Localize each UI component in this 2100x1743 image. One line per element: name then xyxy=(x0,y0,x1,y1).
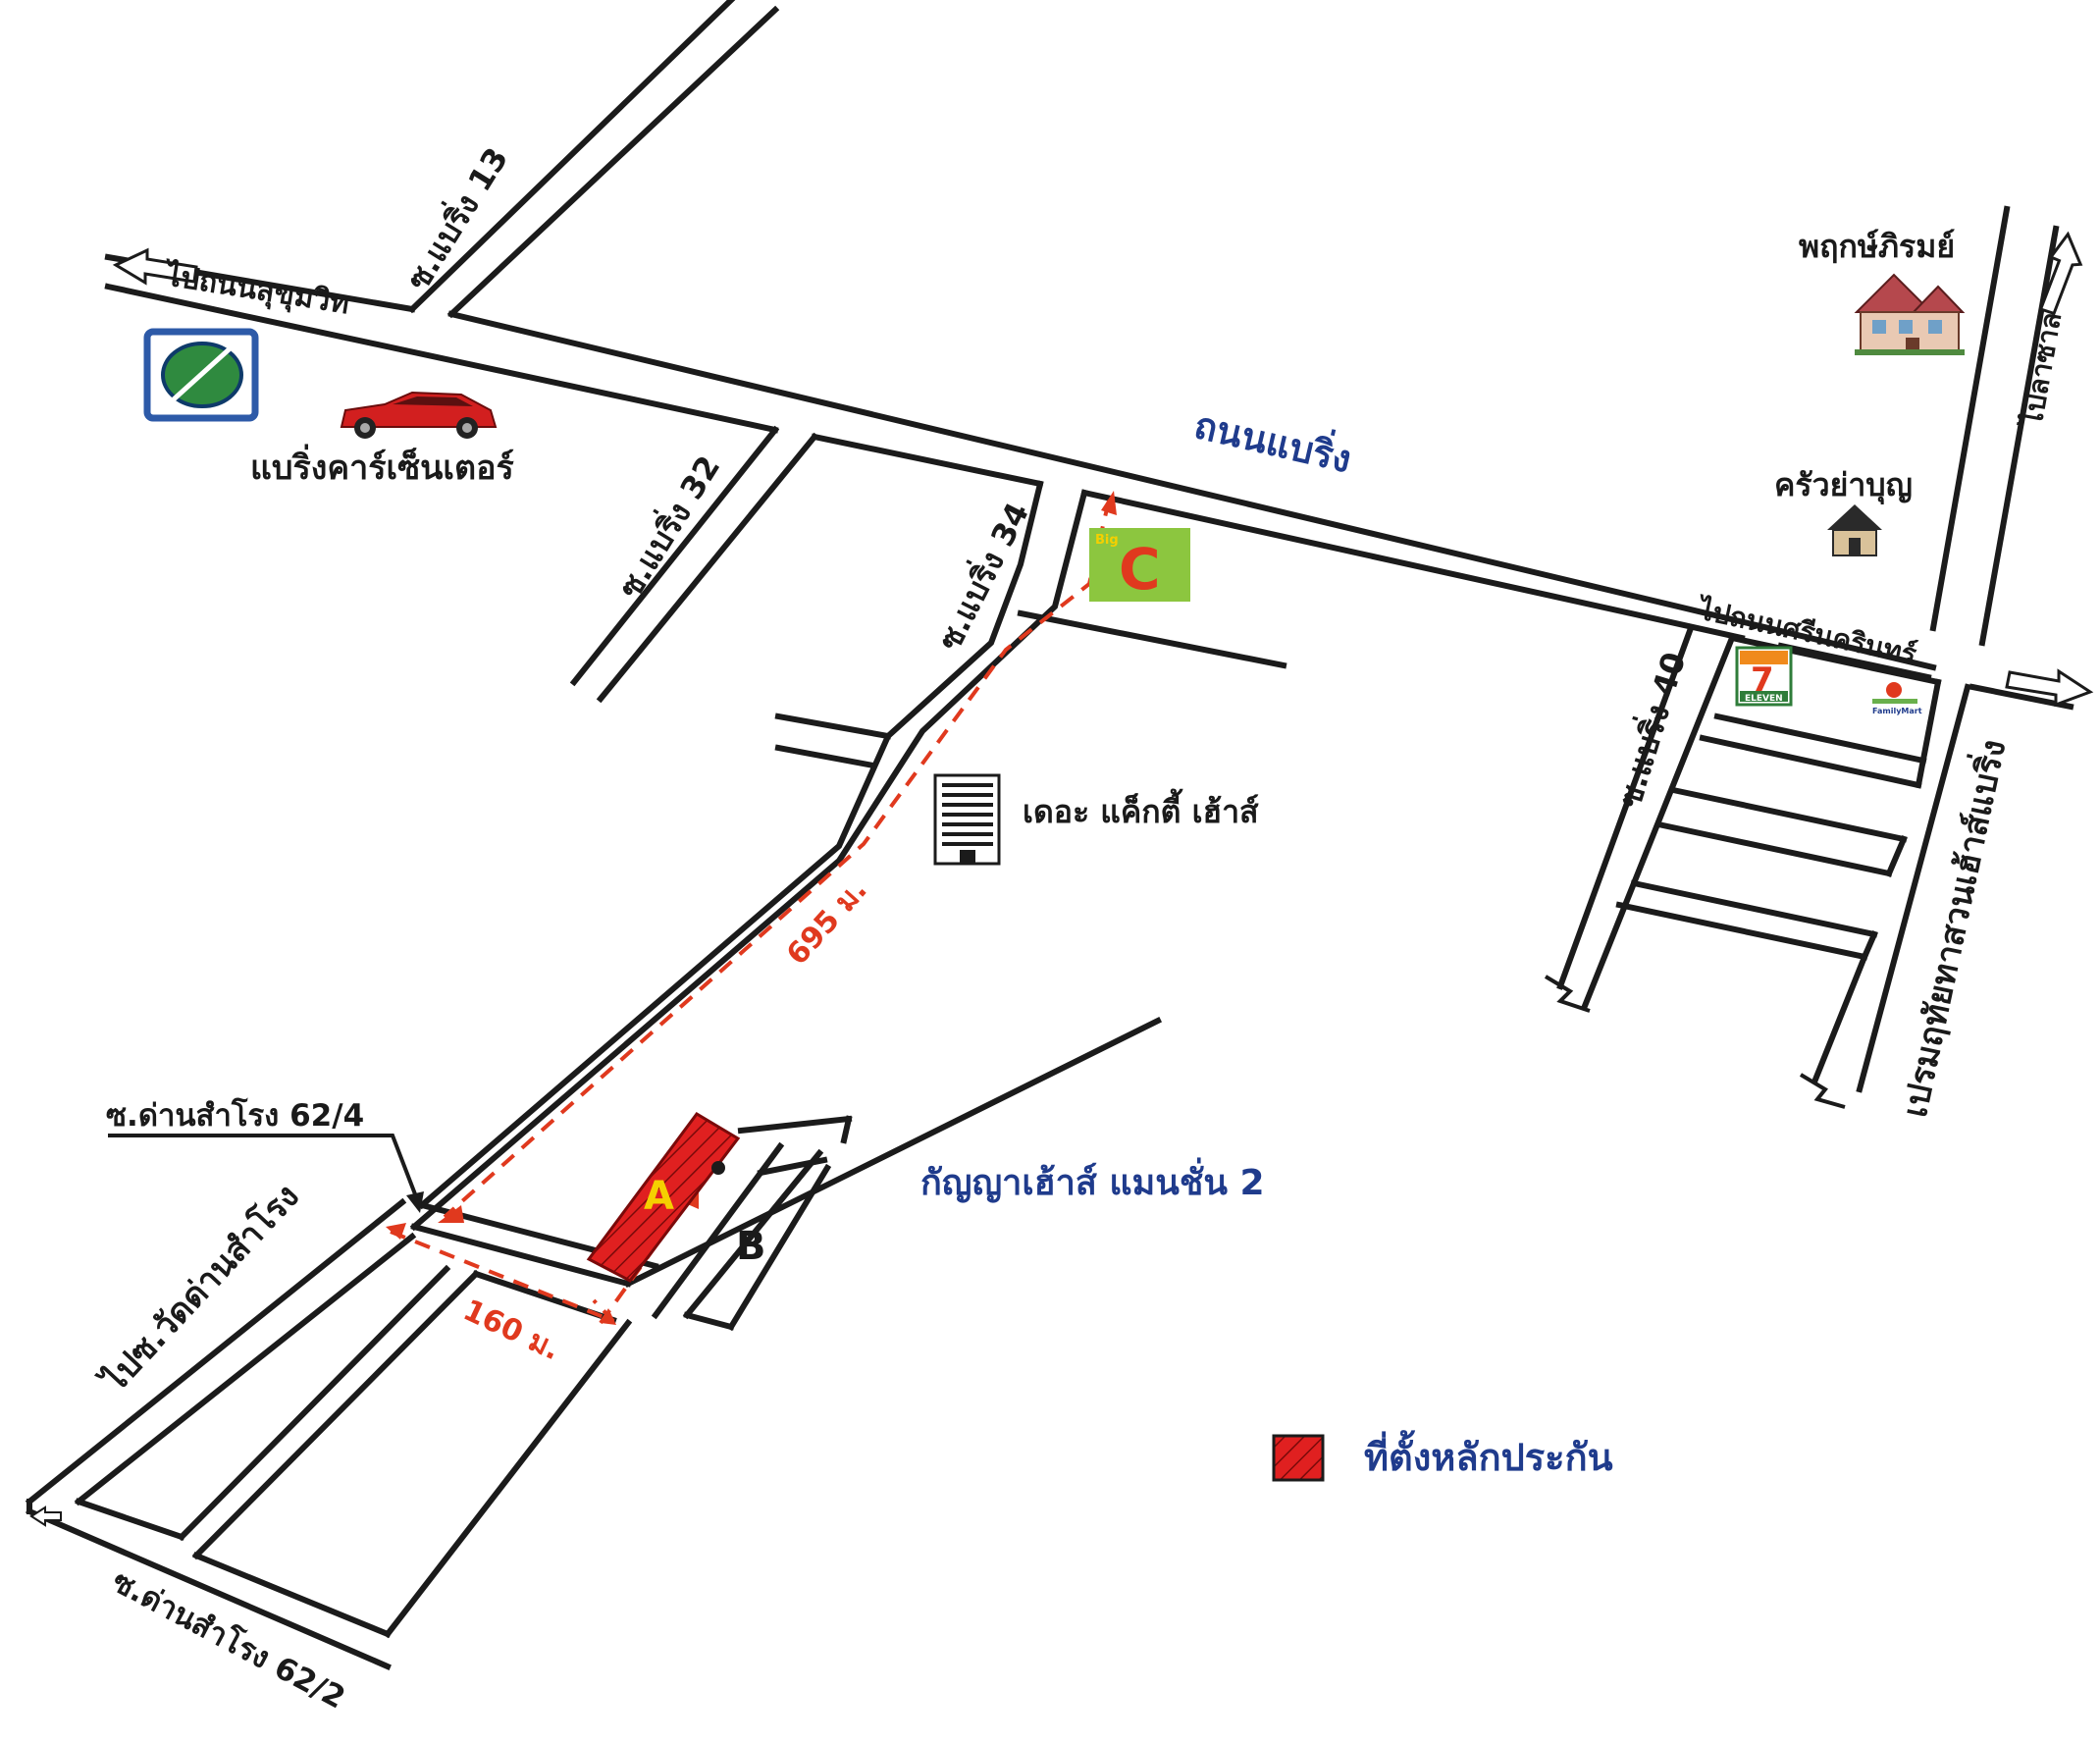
plot-a-label: A xyxy=(644,1174,674,1219)
gas-station-logo xyxy=(143,328,259,422)
car-icon xyxy=(340,391,498,439)
kanya-house-label: กัญญาเฮ้าส์ แมนชั่น 2 xyxy=(920,1157,1265,1203)
house-icon xyxy=(1854,273,1966,355)
soi-62-2-label: ซ.ด่านสำโรง 62/2 xyxy=(106,1562,351,1716)
family-mart-logo: FamilyMart xyxy=(1872,682,1922,715)
legend-swatch xyxy=(1272,1434,1325,1482)
arrow-to-srinakarin xyxy=(2005,668,2094,708)
svg-text:Big: Big xyxy=(1095,533,1119,548)
road-break-marks xyxy=(1544,975,1846,1109)
soi-40-label: ซ.แบริ่ง 40 xyxy=(1606,647,1693,812)
arrow-to-wat xyxy=(29,1505,62,1527)
soi-32-road xyxy=(569,425,819,704)
arrow-to-sukhumvit xyxy=(112,247,198,286)
soi-34-road xyxy=(409,480,1287,1232)
the-lucky-house-label: เดอะ แค็กตี้ เฮ้าส์ xyxy=(1023,788,1259,830)
bearing-car-center-label: แบริ่งคาร์เซ็นเตอร์ xyxy=(250,444,515,488)
soi-62-4-pointer xyxy=(108,1134,424,1213)
distance-160-label: 160 ม. xyxy=(458,1294,565,1368)
soi-13-road xyxy=(407,0,780,319)
to-sukhumvit-label: ไปถนนสุขุมวิท xyxy=(161,257,352,323)
legend: ที่ตั้งหลักประกัน xyxy=(1272,1430,1613,1482)
svg-text:7: 7 xyxy=(1751,660,1774,700)
arrow-to-lasalle xyxy=(2038,231,2083,316)
to-lasalle-label: ไปลาซาล xyxy=(2016,310,2068,432)
prem-ruthai-road xyxy=(1811,683,2074,1093)
krua-ya-boon-label: ครัวย่าบุญ xyxy=(1774,466,1913,505)
svg-text:FamilyMart: FamilyMart xyxy=(1872,707,1922,715)
prem-ruthai-label: เปรมฤทัยทาสวนเฮ้าส์แบริ่ง xyxy=(1891,735,2015,1121)
building-icon xyxy=(933,773,1001,866)
big-c-logo: Big C xyxy=(1089,528,1190,603)
legend-collateral-label: ที่ตั้งหลักประกัน xyxy=(1364,1430,1613,1479)
soi-32-label: ซ.แบริ่ง 32 xyxy=(607,447,727,605)
small-house-icon xyxy=(1827,504,1882,556)
soi-34-label: ซ.แบริ่ง 34 xyxy=(927,495,1037,657)
soi-62-4-label: ซ.ด่านสำโรง 62/4 xyxy=(106,1097,364,1134)
plot-b: B xyxy=(736,1224,766,1269)
main-road-label: ถนนแบริ่ง xyxy=(1190,398,1356,481)
phruksaphirom-label: พฤกษ์ภิรมย์ xyxy=(1799,228,1955,265)
soi-62-grid xyxy=(25,1016,1163,1670)
seven-eleven-logo: 7 ELEVEN xyxy=(1735,646,1793,707)
plot-b-label: B xyxy=(736,1224,766,1269)
soi-40-road xyxy=(1556,624,1942,1010)
svg-text:ELEVEN: ELEVEN xyxy=(1745,694,1783,704)
svg-text:C: C xyxy=(1119,536,1161,603)
plot-a: A xyxy=(586,1112,741,1283)
